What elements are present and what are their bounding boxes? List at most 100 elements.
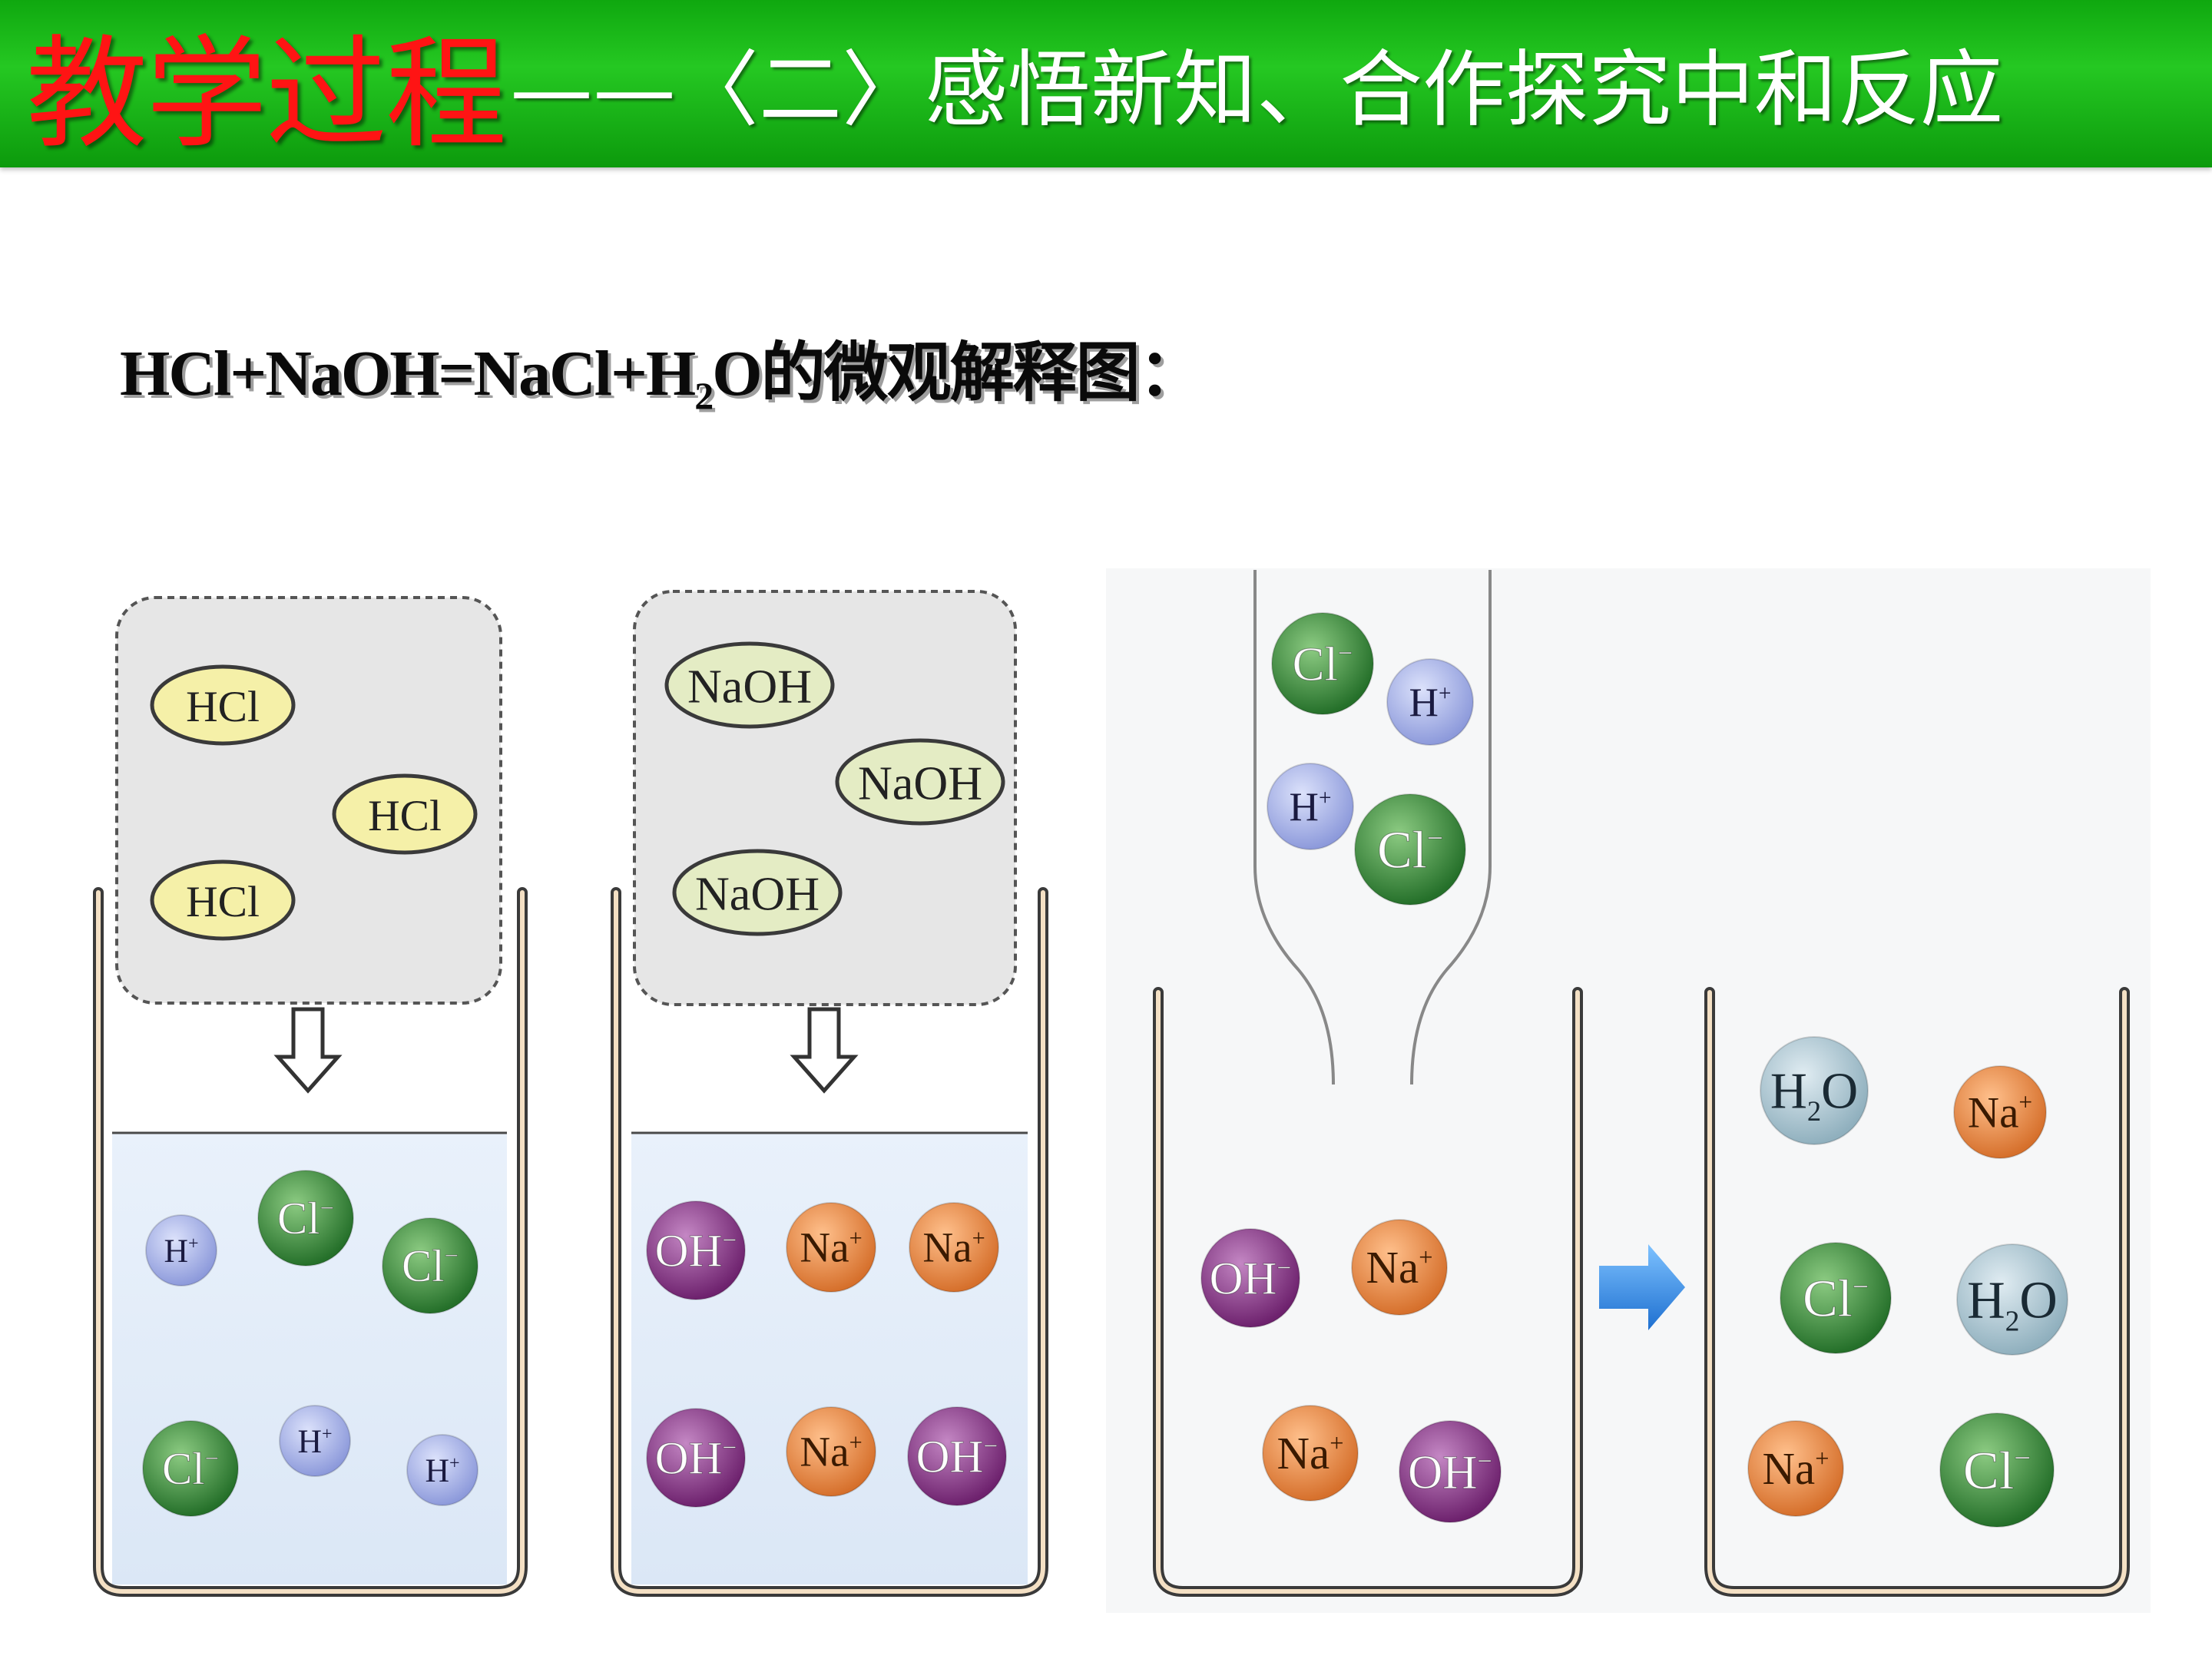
ion-label: OH (1210, 1253, 1277, 1305)
ion-cl-minus: Cl− (1780, 1242, 1892, 1354)
svg-text:H+: H+ (425, 1452, 459, 1489)
ion-charge: − (722, 1434, 737, 1462)
equation-text-before: HCl+NaOH=NaCl+H (120, 338, 696, 409)
ion-charge: + (188, 1233, 199, 1253)
ion-charge: + (322, 1424, 333, 1444)
ion-charge: + (1330, 1430, 1343, 1458)
ion-label: Na (800, 1429, 849, 1475)
ion-na-plus: Na+ (1747, 1420, 1844, 1517)
ion-charge: − (1853, 1270, 1869, 1303)
ion-cl-minus: Cl− (257, 1170, 354, 1267)
ion-label: Na (922, 1224, 972, 1271)
molecule-label: HCl (186, 878, 260, 926)
svg-text:H+: H+ (1290, 784, 1332, 830)
svg-text:Cl−: Cl− (277, 1194, 334, 1243)
ion-charge: + (972, 1225, 985, 1251)
ion-charge: + (2018, 1089, 2032, 1116)
molecule-label: NaOH (695, 869, 820, 921)
svg-text:OH−: OH− (916, 1432, 998, 1483)
ion-label: Cl (277, 1194, 320, 1243)
ion-h-plus: H+ (279, 1405, 351, 1477)
ion-charge: − (205, 1445, 219, 1473)
svg-text:Na+: Na+ (800, 1224, 862, 1271)
ion-charge: + (849, 1225, 863, 1251)
ion-label: Cl (1803, 1269, 1853, 1327)
ion-cl-minus: Cl− (1271, 612, 1374, 715)
svg-text:Na+: Na+ (1277, 1429, 1344, 1479)
svg-text:Cl−: Cl− (1293, 637, 1353, 690)
dropper-right-wall (1410, 570, 1492, 1085)
slide-title: 教学过程 ——〈二〉感悟新知、合作探究中和反应 (26, 6, 2004, 165)
ion-label: H (164, 1233, 188, 1270)
ion-label: H (1409, 680, 1439, 725)
ion-label: Na (800, 1224, 849, 1271)
ion-charge: + (1319, 786, 1332, 810)
svg-text:H+: H+ (164, 1233, 198, 1270)
ion-cl-minus: Cl− (1354, 793, 1466, 906)
ion-charge: − (2014, 1442, 2031, 1475)
ion-charge: − (722, 1227, 737, 1255)
svg-text:Cl−: Cl− (1963, 1441, 2031, 1501)
svg-text:Na+: Na+ (1763, 1444, 1830, 1494)
ion-h2o: H2O (1956, 1243, 2068, 1356)
svg-text:H2O: H2O (1770, 1064, 1858, 1128)
ion-label: Cl (402, 1241, 445, 1291)
svg-text:Cl−: Cl− (1377, 820, 1443, 879)
ion-charge: + (849, 1429, 863, 1455)
molecule-naoh: NaOH (835, 738, 1005, 826)
svg-text:Na+: Na+ (800, 1429, 862, 1475)
ion-label: Na (1968, 1088, 2018, 1137)
ion-charge: − (983, 1432, 998, 1461)
ion-na-plus: Na+ (909, 1202, 999, 1293)
beaker-mixing: Cl−H+H+Cl− OH−Na+Na+OH− (1153, 570, 1583, 1597)
svg-text:OH−: OH− (1408, 1445, 1492, 1498)
ion-charge: + (1419, 1244, 1432, 1272)
molecule-naoh: NaOH (664, 641, 835, 729)
ion-charge: + (449, 1453, 460, 1473)
ion-label: OH (655, 1226, 723, 1277)
svg-text:Na+: Na+ (922, 1224, 985, 1271)
svg-text:H+: H+ (1409, 680, 1452, 725)
dropper-left-wall (1253, 570, 1335, 1085)
ion-label: Cl (1377, 820, 1427, 879)
naoh-down-arrow-icon (790, 1007, 859, 1094)
molecule-hcl: HCl (150, 664, 296, 746)
ion-label: Na (1366, 1243, 1419, 1293)
ion-label: Na (1277, 1429, 1330, 1479)
ion-h-plus: H+ (1267, 763, 1354, 850)
molecule-hcl: HCl (150, 859, 296, 941)
ion-cl-minus: Cl− (142, 1420, 239, 1517)
ion-subscript: 2 (2005, 1305, 2020, 1337)
svg-text:OH−: OH− (655, 1226, 737, 1277)
svg-text:H+: H+ (297, 1423, 332, 1460)
ion-label: H (1290, 784, 1319, 830)
ion-label: OH (655, 1433, 723, 1485)
ion-na-plus: Na+ (1351, 1219, 1448, 1316)
ion-charge: − (1427, 822, 1443, 854)
ion-h-plus: H+ (406, 1434, 478, 1506)
title-subtitle: ——〈二〉感悟新知、合作探究中和反应 (510, 42, 2004, 138)
svg-text:Na+: Na+ (1366, 1243, 1433, 1293)
ion-charge: − (1338, 638, 1353, 667)
ion-subscript: 2 (1807, 1095, 1821, 1127)
svg-text:OH−: OH− (1210, 1253, 1292, 1305)
ion-na-plus: Na+ (786, 1202, 876, 1293)
molecule-label: NaOH (858, 758, 982, 810)
ion-oh-minus: OH− (646, 1408, 746, 1508)
molecule-label: HCl (368, 792, 442, 840)
ion-na-plus: Na+ (786, 1406, 876, 1497)
ion-label-after: O (2019, 1270, 2057, 1329)
hcl-down-arrow-icon (273, 1007, 343, 1094)
title-banner: 教学过程 ——〈二〉感悟新知、合作探究中和反应 (0, 0, 2212, 167)
ion-oh-minus: OH− (907, 1406, 1007, 1506)
ion-label: H (297, 1423, 322, 1460)
molecule-label: HCl (186, 683, 260, 731)
ion-na-plus: Na+ (1953, 1065, 2047, 1159)
ion-label: OH (1408, 1445, 1478, 1498)
ion-label-after: O (1821, 1064, 1858, 1120)
molecule-hcl: HCl (332, 773, 478, 855)
